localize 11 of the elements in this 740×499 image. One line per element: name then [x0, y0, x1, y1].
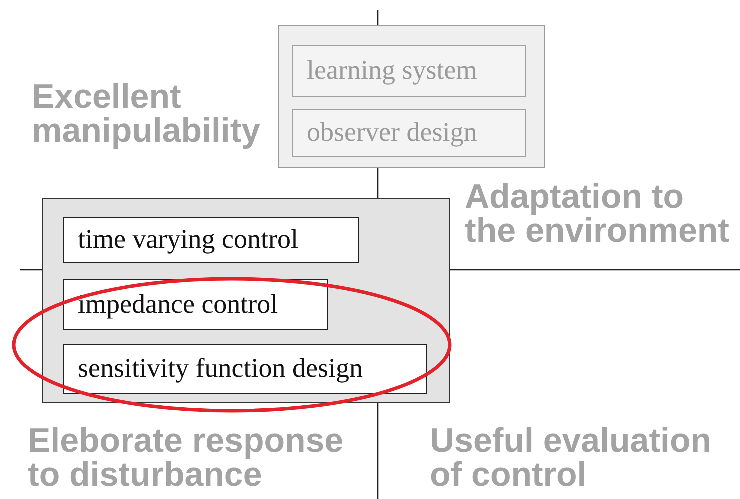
method-box: impedance control — [63, 279, 328, 330]
quadrant-label: Excellent manipulability — [32, 80, 262, 148]
group-panel — [42, 198, 450, 403]
quadrant-label: Eleborate response to disturbance — [28, 424, 345, 492]
group-panel — [278, 25, 545, 168]
method-box: observer design — [292, 109, 526, 157]
method-box: learning system — [292, 45, 526, 97]
method-box: time varying control — [63, 217, 359, 263]
quadrant-label: Useful evaluation of control — [430, 424, 713, 492]
method-box: sensitivity function design — [63, 344, 427, 394]
quadrant-label: Adaptation to the environment — [465, 180, 730, 248]
